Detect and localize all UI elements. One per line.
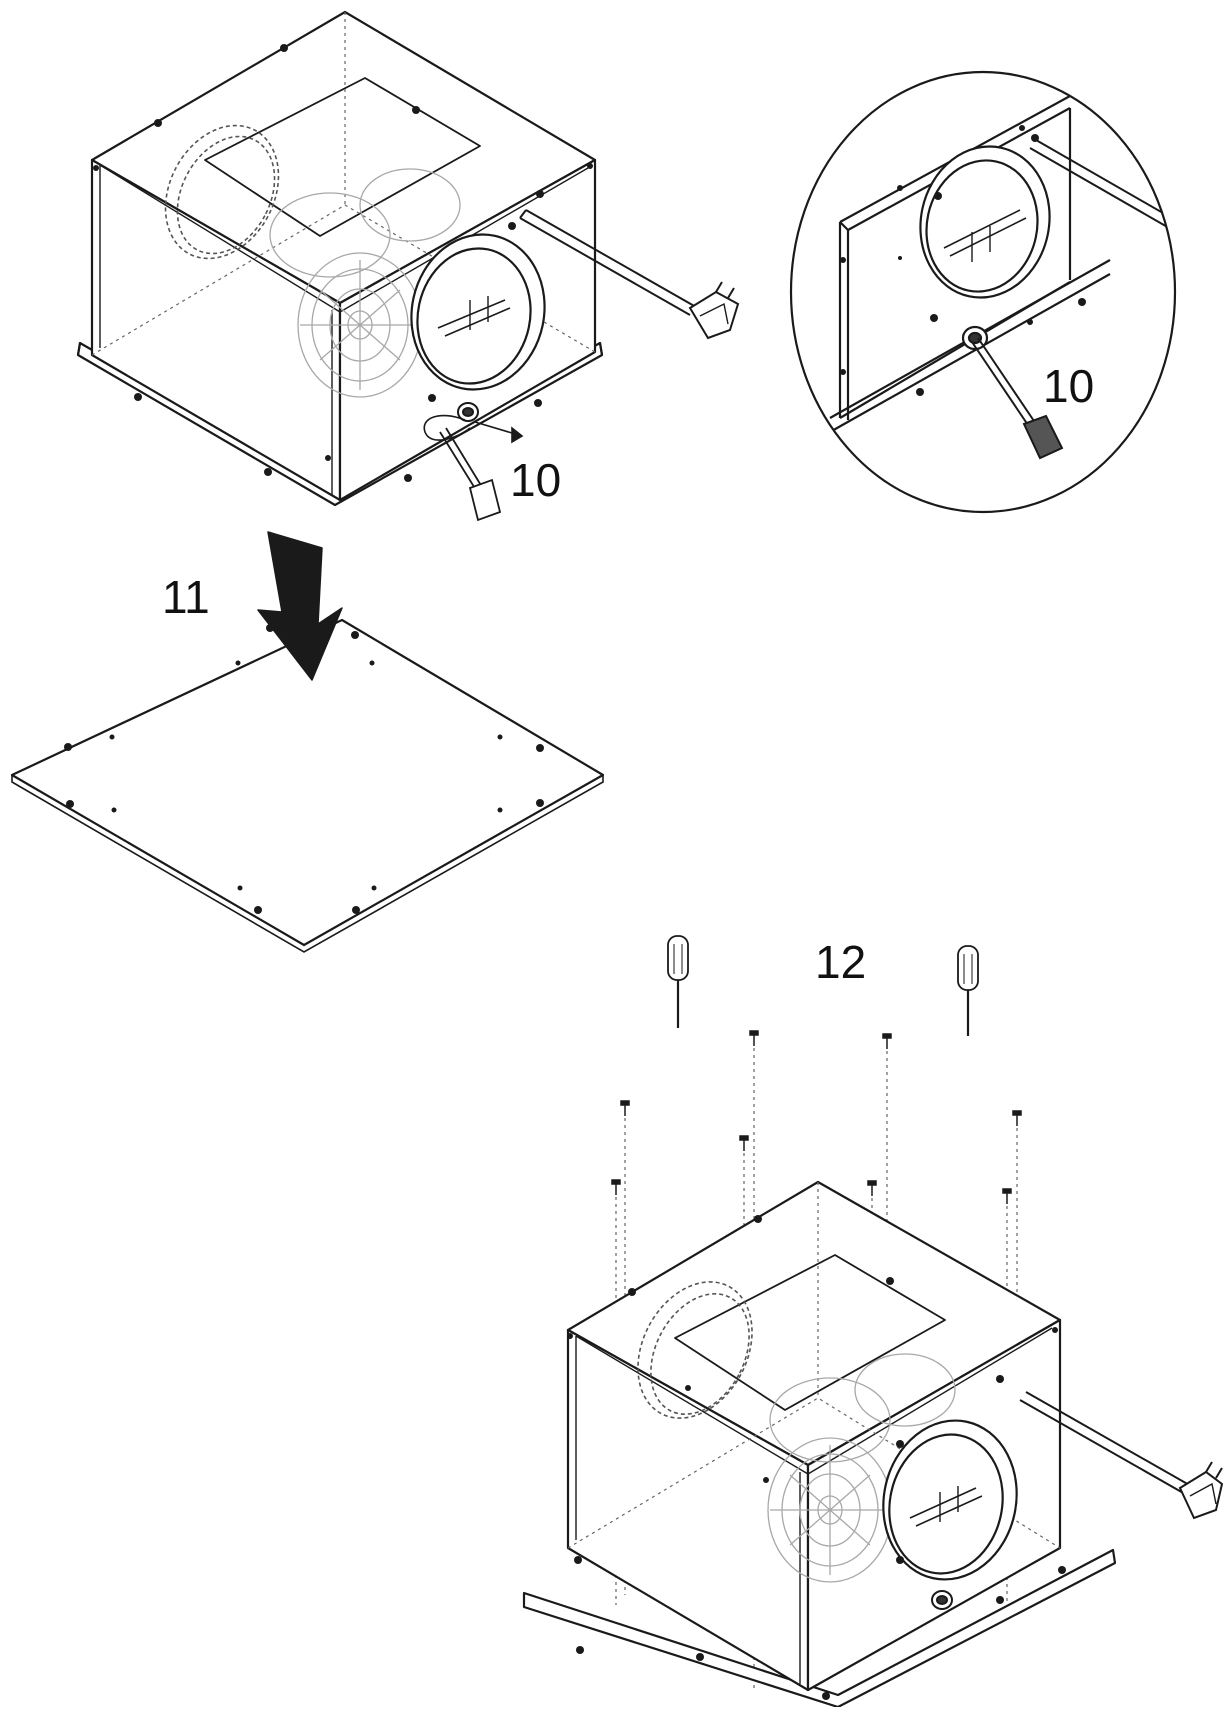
housing-box-bottom (522, 1180, 1117, 1709)
housing-hidden-edges (91, 12, 596, 356)
screw (749, 1030, 759, 1046)
screw (620, 1100, 630, 1116)
bottom-cable-gland (931, 1590, 953, 1610)
bottom-hidden-edges (567, 1182, 1061, 1549)
screwdriver-left (667, 935, 689, 1028)
screwdriver-detail (971, 337, 1064, 460)
screwdriver-small (439, 427, 502, 522)
screw (1002, 1188, 1012, 1204)
screw (882, 1033, 892, 1049)
bottom-fan-motor-faint (767, 1353, 956, 1583)
power-cable (519, 209, 697, 316)
loop-wire (423, 414, 471, 441)
arrow-direction (474, 421, 524, 444)
screw (867, 1180, 877, 1196)
housing-screw-holes (93, 44, 593, 482)
screws (611, 1030, 1022, 1204)
screw (611, 1179, 621, 1195)
power-plug (688, 281, 740, 340)
bottom-top-panel (674, 1254, 946, 1411)
fan-motor-faint (269, 168, 461, 398)
bottom-outlet-collar (882, 1419, 1018, 1581)
step-number-10-detail: 10 (1043, 360, 1095, 412)
bottom-side-duct-ring (637, 1281, 753, 1419)
screw (739, 1135, 749, 1151)
outlet-collar (410, 233, 546, 391)
step-number-12: 12 (815, 936, 867, 988)
side-duct-ring (164, 124, 280, 260)
screwdriver-right (957, 945, 979, 1036)
bottom-power-plug (1178, 1461, 1224, 1520)
step-number-11: 11 (162, 571, 210, 623)
cable-gland (457, 402, 479, 422)
bottom-power-cable (1019, 1391, 1192, 1495)
bottom-screw-holes (567, 1215, 1066, 1700)
screw (1012, 1110, 1022, 1126)
ceiling-plate (10, 618, 605, 953)
detail-circle (789, 70, 1177, 514)
down-arrow (257, 531, 343, 681)
plate-holes (64, 624, 544, 914)
step-number-10: 10 (510, 454, 562, 506)
